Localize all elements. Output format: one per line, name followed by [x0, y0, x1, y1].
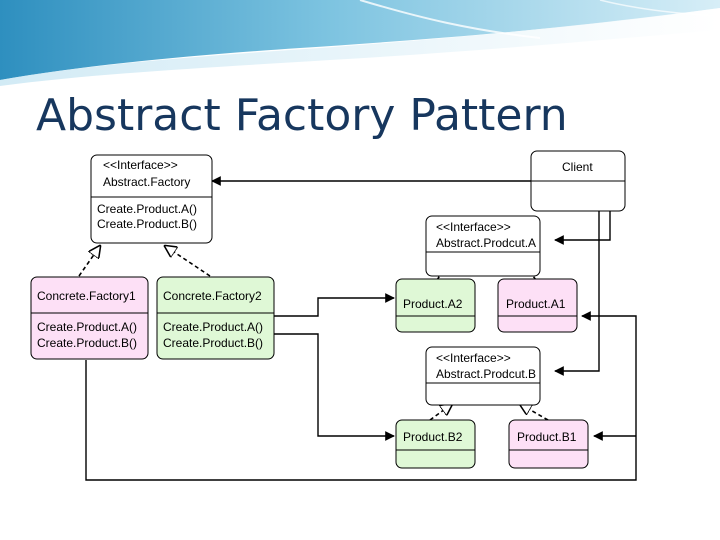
concrete-factory-1-op-b: Create.Product.B(): [37, 336, 137, 350]
concrete-factory-2-op-b: Create.Product.B(): [163, 336, 263, 350]
abstract-factory-stereotype: <<Interface>>: [103, 158, 178, 172]
b1-realizes-line: [520, 404, 549, 421]
factory1-creates-products-line: [85, 311, 637, 481]
abstract-product-b-stereotype: <<Interface>>: [436, 351, 511, 365]
product-a1-box[interactable]: Product.A1: [497, 278, 578, 333]
product-b1-name: Product.B1: [517, 430, 577, 444]
abstract-product-a-name: Abstract.Prodcut.A: [436, 236, 536, 250]
factory1-realizes-line: [78, 246, 100, 277]
product-b1-box[interactable]: Product.B1: [508, 419, 589, 469]
b2-realizes-line: [429, 404, 452, 421]
concrete-factory-1-op-a: Create.Product.A(): [37, 320, 137, 334]
product-a2-box[interactable]: Product.A2: [395, 278, 476, 333]
abstract-factory-box[interactable]: <<Interface>> Abstract.Factory Create.Pr…: [90, 154, 213, 244]
abstract-product-b-box[interactable]: <<Interface>> Abstract.Prodcut.B: [425, 346, 541, 406]
product-b2-name: Product.B2: [403, 430, 463, 444]
client-box[interactable]: Client: [530, 150, 626, 212]
product-b2-box[interactable]: Product.B2: [395, 419, 476, 469]
abstract-factory-name: Abstract.Factory: [103, 175, 190, 189]
header-decoration: [0, 0, 720, 86]
client-to-product-b-line: [554, 211, 600, 376]
abstract-factory-op-a: Create.Product.A(): [97, 202, 197, 216]
product-a1-name: Product.A1: [506, 297, 566, 311]
concrete-factory-2-box[interactable]: Concrete.Factory2 Create.Product.A() Cre…: [156, 276, 275, 360]
client-name: Client: [562, 160, 593, 174]
concrete-factory-1-name: Concrete.Factory1: [37, 289, 136, 303]
concrete-factory-1-box[interactable]: Concrete.Factory1 Create.Product.A() Cre…: [30, 276, 149, 360]
factory2-creates-b2-line: [274, 333, 395, 441]
slide-title: Abstract Factory Pattern: [36, 90, 568, 141]
abstract-product-b-name: Abstract.Prodcut.B: [436, 367, 536, 381]
client-to-product-a-line: [554, 211, 611, 245]
abstract-product-a-box[interactable]: <<Interface>> Abstract.Prodcut.A: [425, 215, 541, 277]
factory2-creates-a2-line: [274, 293, 395, 317]
product-a2-name: Product.A2: [403, 297, 463, 311]
abstract-product-a-stereotype: <<Interface>>: [436, 220, 511, 234]
concrete-factory-2-op-a: Create.Product.A(): [163, 320, 263, 334]
concrete-factory-2-name: Concrete.Factory2: [163, 289, 262, 303]
abstract-factory-op-b: Create.Product.B(): [97, 217, 197, 231]
factory2-realizes-line: [165, 246, 211, 277]
